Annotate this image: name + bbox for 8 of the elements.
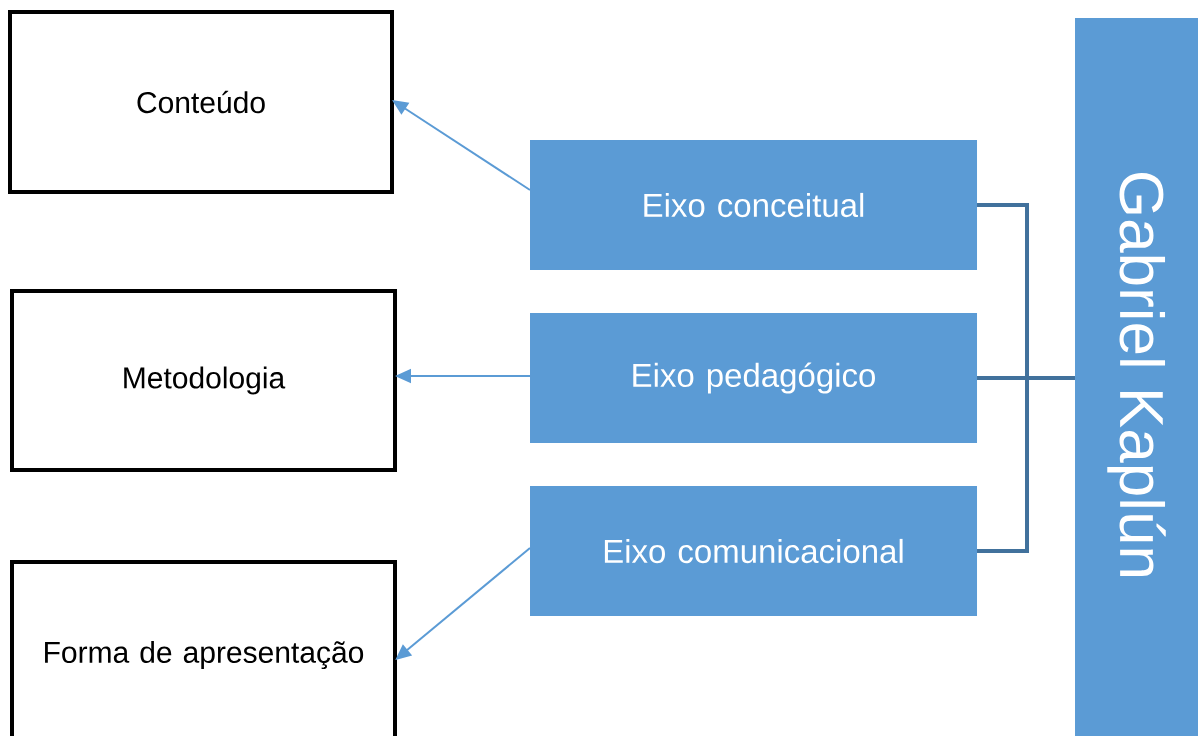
content-box: Conteúdo (8, 10, 394, 194)
name-band: Gabriel Kaplún (1075, 18, 1198, 736)
axis-box: Eixo conceitual (530, 140, 977, 270)
content-box: Forma de apresentação (10, 560, 397, 736)
axis-box: Eixo pedagógico (530, 313, 977, 443)
bracket-line (977, 376, 1075, 553)
content-box: Metodologia (10, 289, 397, 472)
axis-box: Eixo comunicacional (530, 486, 977, 616)
